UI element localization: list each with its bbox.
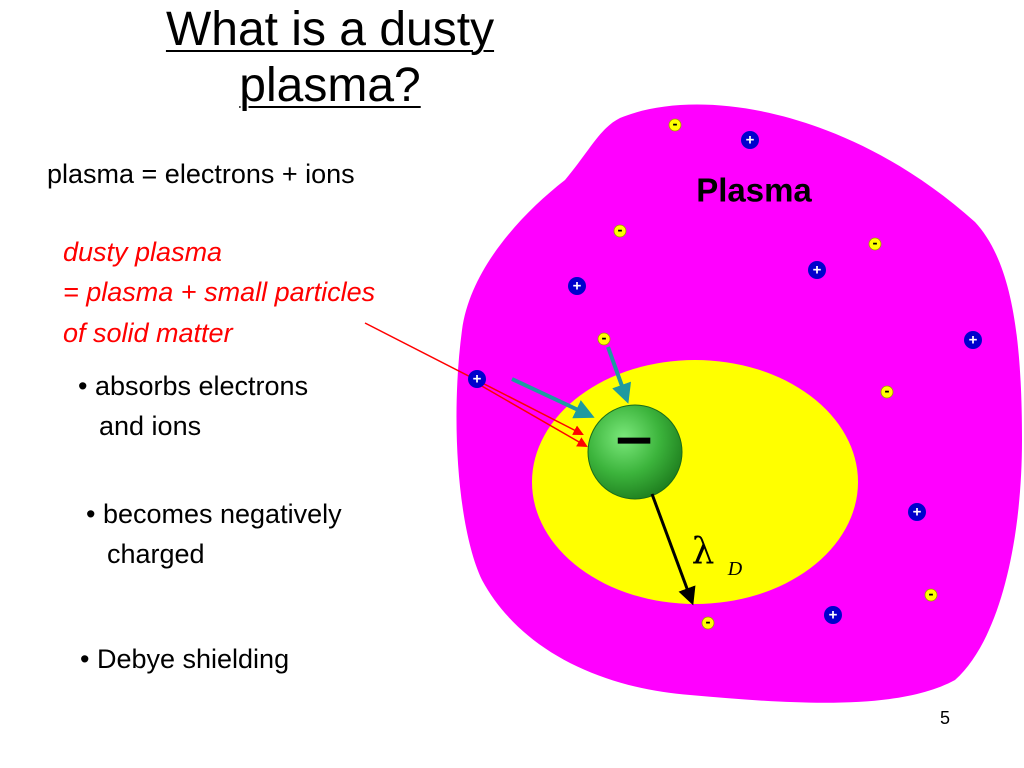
dusty-plasma-line-2: = plasma + small particles xyxy=(63,277,376,307)
plus-sign: + xyxy=(473,371,482,388)
electron-absorption-arrow xyxy=(606,346,632,404)
dusty-plasma-line-1: dusty plasma xyxy=(63,237,223,267)
electron-3: - xyxy=(868,235,882,252)
plasma-definition: plasma = electrons + ions xyxy=(47,159,355,189)
positive-ion-5: + xyxy=(468,370,486,388)
dust-grain xyxy=(587,404,683,500)
bullet-charged-line-2: charged xyxy=(107,539,205,569)
positive-ion-1: + xyxy=(741,131,759,149)
debye-subscript: D xyxy=(727,558,743,580)
minus-sign: - xyxy=(885,383,890,400)
electron-5: - xyxy=(880,383,894,400)
title-line-1: What is a dusty xyxy=(165,3,495,56)
electron-2: - xyxy=(613,222,627,239)
minus-sign: - xyxy=(673,116,678,133)
title-line-2: plasma? xyxy=(239,59,421,112)
grain-negative-sign: − xyxy=(612,410,656,470)
dusty-plasma-line-3: of solid matter xyxy=(63,318,233,348)
minus-sign: - xyxy=(929,586,934,603)
bullet-debye-shielding: • Debye shielding xyxy=(80,644,290,674)
slide-number: 5 xyxy=(940,708,951,728)
plus-sign: + xyxy=(573,278,582,295)
debye-lambda-symbol: λ xyxy=(692,532,715,573)
bullet-absorbs-line-1: • absorbs electrons xyxy=(78,371,309,401)
minus-sign: - xyxy=(618,222,623,239)
positive-ion-4: + xyxy=(964,331,982,349)
plus-sign: + xyxy=(746,132,755,149)
positive-ion-3: + xyxy=(568,277,586,295)
red-pointer-arrow-lower xyxy=(479,384,588,448)
plasma-label: Plasma xyxy=(696,172,812,209)
electron-1: - xyxy=(668,116,682,133)
minus-sign: - xyxy=(873,235,878,252)
debye-length-arrow xyxy=(650,493,696,606)
electron-6: - xyxy=(924,586,938,603)
bullet-absorbs-line-2: and ions xyxy=(99,411,202,441)
minus-sign: - xyxy=(706,614,711,631)
ion-absorption-arrow xyxy=(511,377,595,419)
plus-sign: + xyxy=(913,504,922,521)
positive-ion-7: + xyxy=(824,606,842,624)
plus-sign: + xyxy=(813,262,822,279)
minus-sign: - xyxy=(602,330,607,347)
slide-title: What is a dusty plasma? xyxy=(120,2,540,114)
bullet-charged-line-1: • becomes negatively xyxy=(86,499,342,529)
plus-sign: + xyxy=(829,607,838,624)
electron-4: - xyxy=(597,330,611,347)
plus-sign: + xyxy=(969,332,978,349)
electron-7: - xyxy=(701,614,715,631)
positive-ion-2: + xyxy=(808,261,826,279)
positive-ion-6: + xyxy=(908,503,926,521)
